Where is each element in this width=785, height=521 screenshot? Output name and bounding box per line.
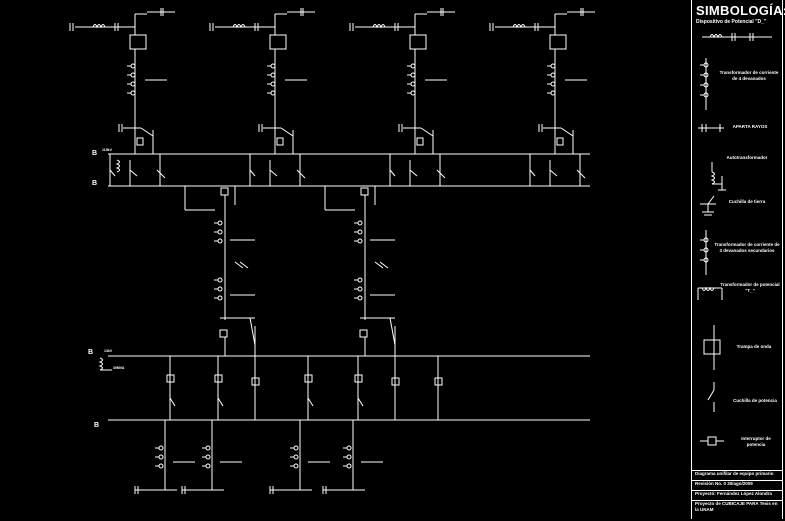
breaker-icon <box>304 374 313 383</box>
ct-icon <box>270 81 276 87</box>
legend-title: SIMBOLOGÍA: <box>696 3 785 18</box>
title-block-row-2: Revisión No. 0 30/ago/2009 <box>692 480 782 490</box>
ct-icon <box>293 445 299 451</box>
breaker-icon <box>416 137 424 146</box>
ct-icon <box>346 463 352 469</box>
autotransformer-icon <box>115 159 120 173</box>
ct-icon <box>410 81 416 87</box>
title-block-row-4: Proyecto de CUBICAJE PARA Tesis en la UN… <box>692 500 782 519</box>
legend-label-arrester: APARTA RAYOS <box>732 124 768 129</box>
ct-icon <box>346 445 352 451</box>
breaker-icon <box>251 377 260 386</box>
breaker-icon <box>359 329 368 338</box>
ct-icon <box>205 463 211 469</box>
breaker-icon <box>434 377 443 386</box>
ct-icon <box>357 220 363 226</box>
ct-icon <box>357 229 363 235</box>
potential-transformer-icon <box>697 286 723 300</box>
ct-icon <box>217 238 223 244</box>
ct-icon <box>130 90 136 96</box>
breaker-icon <box>219 329 228 338</box>
ct-icon <box>205 454 211 460</box>
legend-label-ct4: Transformador de corriente de 4 devanado… <box>719 70 779 81</box>
title-block-row-3: Proyectó: Fernández López Alondra <box>692 490 782 500</box>
surge-arrester-icon <box>698 124 724 132</box>
legend-label-ground-switch: Cuchilla de tierra <box>728 199 766 204</box>
ct-icon <box>293 454 299 460</box>
ct-icon <box>217 295 223 301</box>
bus-label-mid-b: B <box>94 422 100 429</box>
ct-icon <box>357 295 363 301</box>
wave-trap-icon <box>549 34 567 50</box>
ct-icon <box>158 463 164 469</box>
ct-icon <box>130 63 136 69</box>
kv-label-top: 115kV <box>102 148 112 152</box>
ct-icon <box>357 238 363 244</box>
breaker-icon <box>214 374 223 383</box>
ct-icon <box>550 72 556 78</box>
breaker-icon <box>220 187 229 196</box>
ct-icon <box>293 463 299 469</box>
ct-icon <box>357 286 363 292</box>
ct-icon <box>270 90 276 96</box>
ct-icon <box>158 454 164 460</box>
ct-icon <box>357 277 363 283</box>
bus-label-top-a: B <box>92 150 98 157</box>
autotransformer-icon <box>710 162 726 191</box>
ct-icon <box>346 454 352 460</box>
ground-switch-icon <box>700 195 716 216</box>
breaker-icon <box>556 137 564 146</box>
legend-label-wave-trap: Trampa de onda <box>736 344 772 349</box>
ct-icon <box>550 90 556 96</box>
breaker-icon <box>166 374 175 383</box>
wave-trap-icon <box>129 34 147 50</box>
ct-icon <box>217 286 223 292</box>
current-transformer-4-icon <box>700 58 709 110</box>
ct-icon <box>270 63 276 69</box>
legend-subtitle: Dispositivo de Potencial "D_" <box>696 19 767 25</box>
legend-panel: SIMBOLOGÍA: Dispositivo de Potencial "D_… <box>691 0 785 519</box>
wave-trap-icon <box>703 325 721 370</box>
legend-label-ct3: Transformador de corriente de 3 devanado… <box>714 242 780 253</box>
breaker-icon <box>360 187 369 196</box>
breaker-icon <box>354 374 363 383</box>
legend-label-breaker: Interruptor de potencia <box>741 436 771 447</box>
wave-trap-icon <box>269 34 287 50</box>
legend-label-power-switch: Cuchilla de potencia <box>733 398 777 403</box>
mva-label: 30MVA <box>113 366 125 370</box>
ct-icon <box>158 445 164 451</box>
kv-label-mid: 13kV <box>104 349 113 353</box>
wave-trap-icon <box>409 34 427 50</box>
potential-device-icon <box>702 33 772 41</box>
bus-label-top-b: B <box>92 180 98 187</box>
bus-label-mid-a: B <box>88 349 94 356</box>
breaker-icon <box>136 137 144 146</box>
legend-symbols <box>697 33 772 446</box>
ct-icon <box>410 90 416 96</box>
legend-label-pt: Transformador de potencial "T_" <box>720 282 780 293</box>
ct-icon <box>270 72 276 78</box>
circuit-breaker-icon <box>700 436 724 446</box>
breaker-icon <box>276 137 284 146</box>
ct-icon <box>217 220 223 226</box>
legend-label-autotransformer: Autotransformador <box>726 155 768 160</box>
ct-icon <box>130 72 136 78</box>
breaker-icon <box>391 377 400 386</box>
ct-icon <box>550 63 556 69</box>
current-transformer-3-icon <box>700 230 709 275</box>
title-block-row-1: Diagrama unifilar de equipo primario <box>692 470 782 480</box>
ct-icon <box>410 63 416 69</box>
ct-icon <box>217 229 223 235</box>
ct-icon <box>550 81 556 87</box>
ct-icon <box>410 72 416 78</box>
ct-icon <box>130 81 136 87</box>
ct-icon <box>217 277 223 283</box>
ct-icon <box>205 445 211 451</box>
power-disconnect-icon <box>707 382 715 412</box>
transformer-icon <box>98 357 103 371</box>
